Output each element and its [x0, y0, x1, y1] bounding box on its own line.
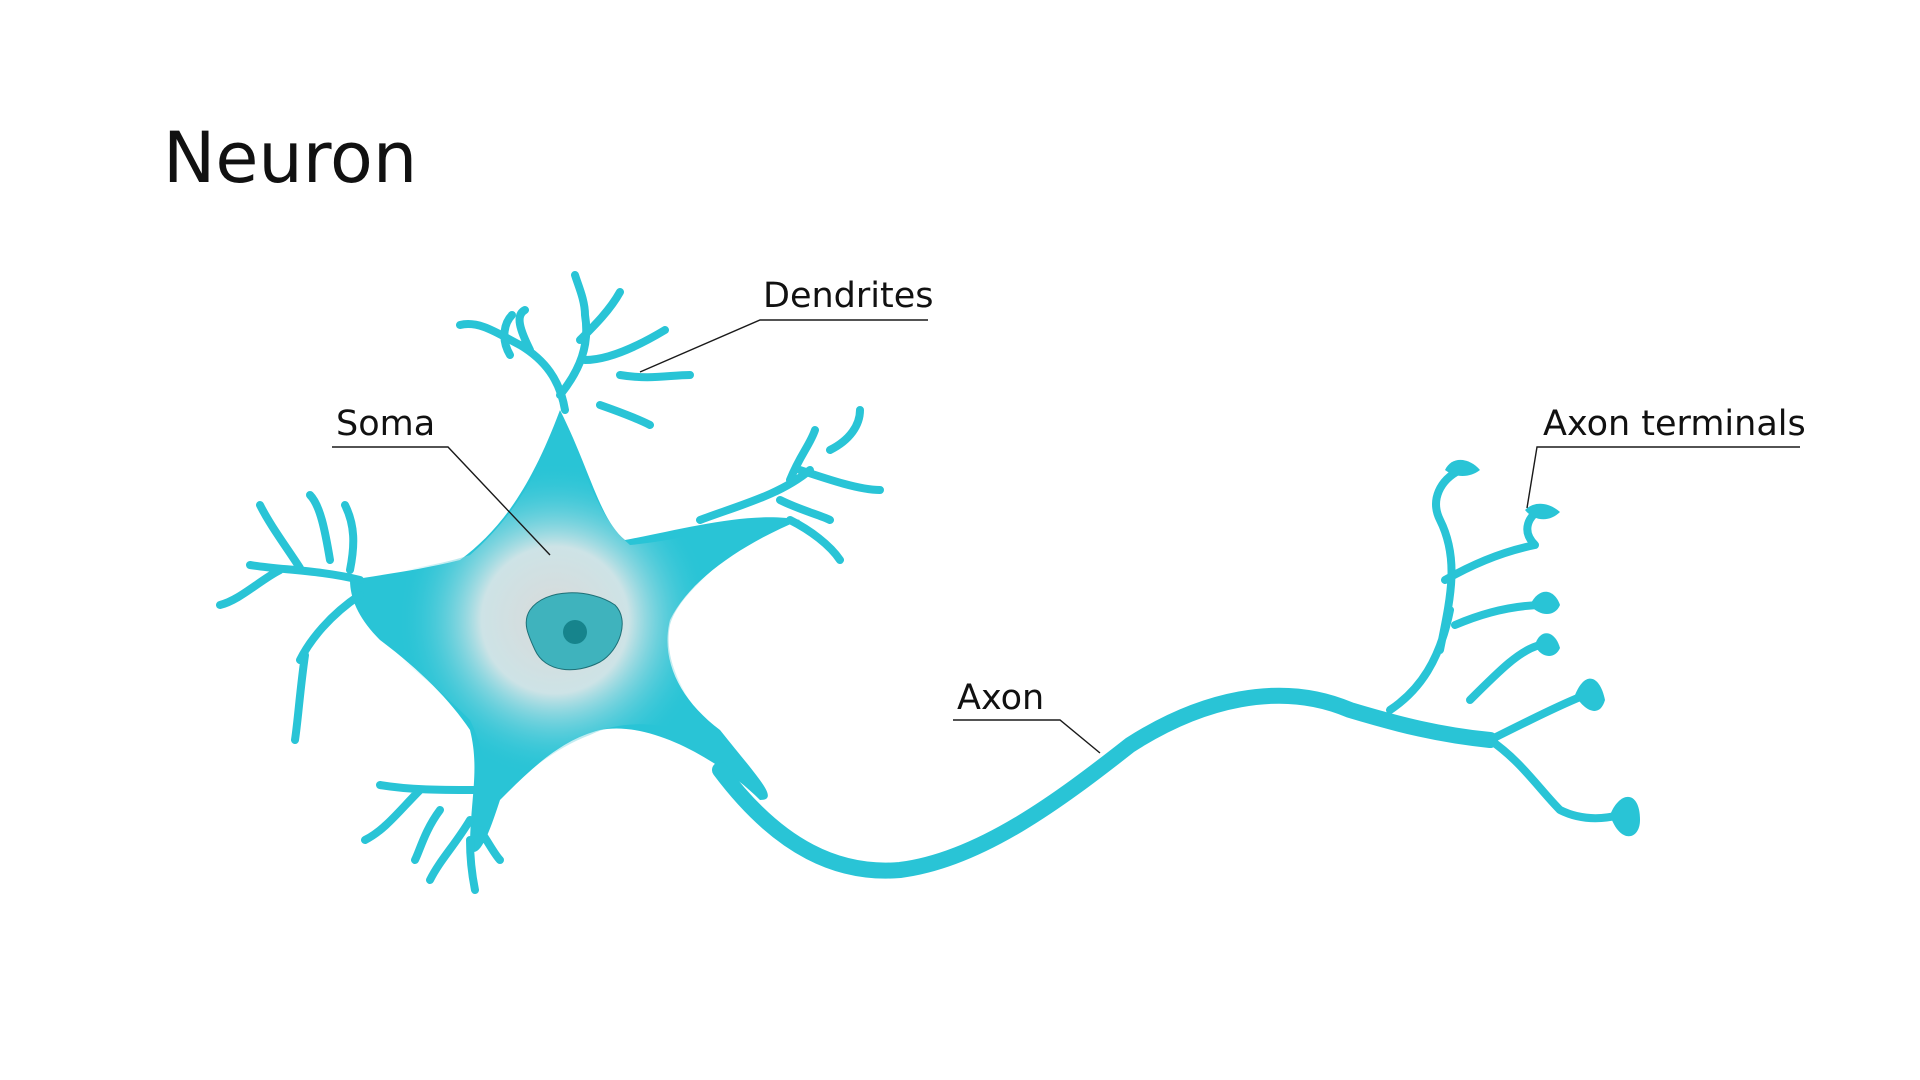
axon-terminal-bulb [1610, 796, 1640, 837]
axon-terminal-bulb [1525, 503, 1560, 520]
leader-line-dendrites [639, 319, 928, 373]
leader-line-axon [953, 719, 1101, 754]
axon [712, 687, 1498, 879]
page-title: Neuron [163, 117, 417, 199]
neuron [216, 271, 1640, 894]
axon-terminal-bulb [1575, 678, 1605, 711]
dendrite-top [456, 271, 694, 429]
axon-terminal-bulb [1530, 591, 1560, 614]
label-dendrites: Dendrites [763, 276, 934, 316]
dendrite-upper-right [696, 406, 884, 564]
labels: Dendrites Soma Axon Axon terminals [332, 276, 1806, 754]
leader-line-axon-terminals [1526, 446, 1800, 509]
nucleolus [563, 620, 587, 644]
label-soma: Soma [336, 404, 435, 444]
axon-terminal-bulb [1535, 633, 1560, 656]
label-axon-terminals: Axon terminals [1543, 404, 1806, 444]
dendrite-lower-left [361, 781, 504, 894]
axon-terminal-bulb [1445, 459, 1480, 476]
leader-line-soma [332, 446, 551, 556]
label-axon: Axon [957, 678, 1044, 718]
dendrite-left [216, 491, 364, 744]
axon-terminal-branches [1386, 466, 1624, 823]
